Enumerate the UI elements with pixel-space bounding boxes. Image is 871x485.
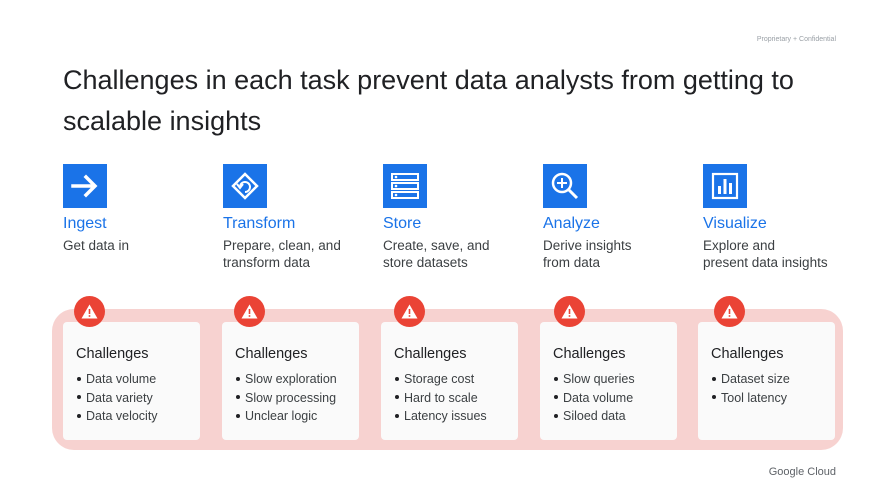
slide-title: Challenges in each task prevent data ana… (63, 65, 794, 136)
warning-triangle-icon (714, 296, 745, 327)
list-item: Unclear logic (236, 407, 337, 426)
challenge-card-title: Challenges (394, 346, 467, 362)
stage-description: Explore and present data insights (703, 238, 828, 270)
arrow-right-icon (63, 164, 107, 208)
stage-name: Transform (223, 215, 296, 232)
stage-description: Prepare, clean, and transform data (223, 238, 341, 270)
stage-description: Get data in (63, 238, 130, 253)
warning-triangle-icon (234, 296, 265, 327)
challenge-card-title: Challenges (711, 346, 784, 362)
list-item: Data variety (77, 389, 158, 408)
stage-visualize: Visualize Explore and present data insig… (703, 164, 853, 271)
confidential-label: Proprietary + Confidential (756, 36, 836, 43)
list-item: Data velocity (77, 407, 158, 426)
transform-rotate-icon (223, 164, 267, 208)
challenge-card-analyze: Challenges Slow queries Data volume Silo… (540, 322, 677, 440)
stage-description: Derive insights from data (543, 238, 632, 270)
brand-footer: Google Cloud (768, 466, 836, 478)
list-item: Latency issues (395, 407, 487, 426)
bar-chart-icon (703, 164, 747, 208)
list-item: Hard to scale (395, 389, 487, 408)
list-item: Slow exploration (236, 370, 337, 389)
challenge-list: Data volume Data variety Data velocity (77, 370, 158, 426)
storage-icon (383, 164, 427, 208)
list-item: Data volume (77, 370, 158, 389)
challenge-card-ingest: Challenges Data volume Data variety Data… (63, 322, 200, 440)
list-item: Slow processing (236, 389, 337, 408)
challenge-card-title: Challenges (553, 346, 626, 362)
challenge-card-title: Challenges (235, 346, 308, 362)
list-item: Data volume (554, 389, 635, 408)
challenge-list: Slow queries Data volume Siloed data (554, 370, 635, 426)
magnify-icon (543, 164, 587, 208)
stage-name: Visualize (703, 215, 767, 232)
challenge-card-transform: Challenges Slow exploration Slow process… (222, 322, 359, 440)
challenge-list: Dataset size Tool latency (712, 370, 790, 407)
list-item: Storage cost (395, 370, 487, 389)
list-item: Dataset size (712, 370, 790, 389)
challenge-list: Slow exploration Slow processing Unclear… (236, 370, 337, 426)
challenge-card-visualize: Challenges Dataset size Tool latency (698, 322, 835, 440)
stage-name: Store (383, 215, 422, 232)
challenge-card-store: Challenges Storage cost Hard to scale La… (381, 322, 518, 440)
warning-triangle-icon (74, 296, 105, 327)
stage-name: Analyze (543, 215, 600, 232)
warning-triangle-icon (554, 296, 585, 327)
list-item: Slow queries (554, 370, 635, 389)
stage-analyze: Analyze Derive insights from data (543, 164, 693, 271)
challenge-list: Storage cost Hard to scale Latency issue… (395, 370, 487, 426)
stage-description: Create, save, and store datasets (383, 238, 490, 270)
stage-ingest: Ingest Get data in (63, 164, 213, 254)
warning-triangle-icon (394, 296, 425, 327)
list-item: Tool latency (712, 389, 790, 408)
list-item: Siloed data (554, 407, 635, 426)
stage-transform: Transform Prepare, clean, and transform … (223, 164, 373, 271)
stage-name: Ingest (63, 215, 107, 232)
challenge-card-title: Challenges (76, 346, 149, 362)
stage-store: Store Create, save, and store datasets (383, 164, 533, 271)
